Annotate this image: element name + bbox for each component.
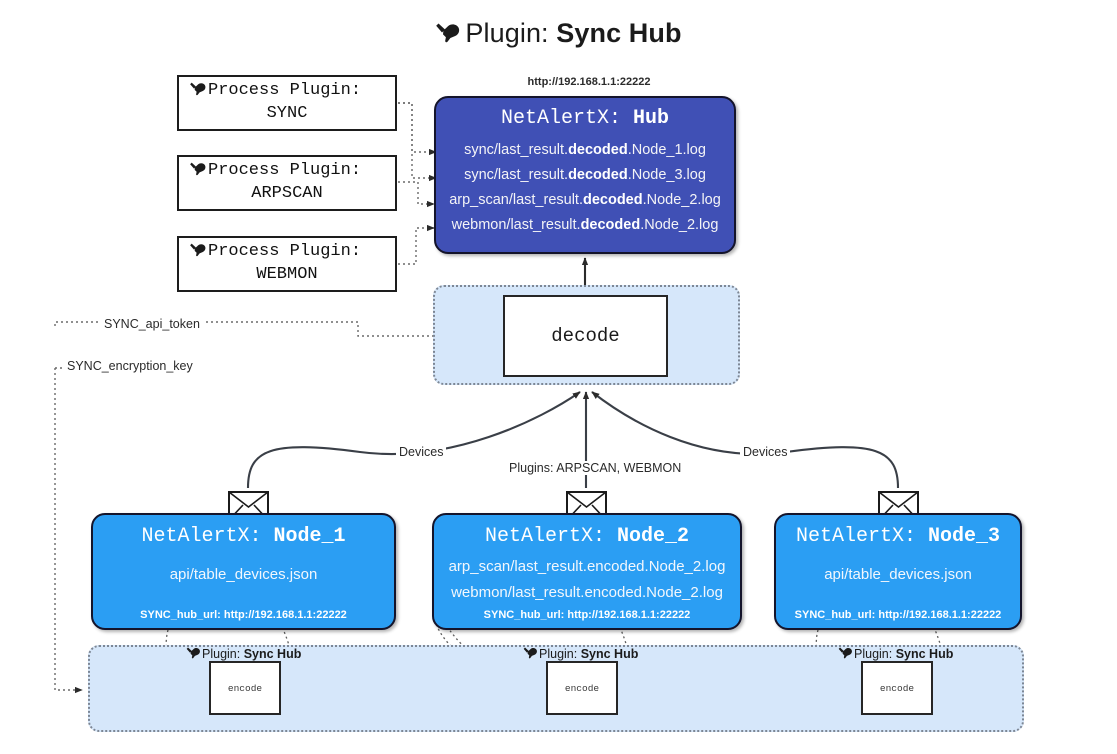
encoder-plugin-label: Plugin: Sync Hub [838,646,953,663]
hub-url-label: http://192.168.1.1:22222 [527,76,651,88]
plug-icon [189,162,207,183]
process-plugin-sync-label: Process Plugin: [208,81,362,100]
hub-log-post: .Node_2.log [642,192,721,208]
node-title: NetAlertX: Node_3 [776,525,1020,548]
hub-log-bold: decoded [580,217,641,233]
plug-icon [186,647,201,663]
process-plugin-arpscan-line1: Process Plugin: [179,161,395,184]
node-title-prefix: NetAlertX: [484,525,617,548]
node-line: arp_scan/last_result.encoded.Node_2.log [448,558,726,575]
encoder-plugin-prefix: Plugin: [202,647,244,661]
plug-icon [189,243,207,264]
node-title: NetAlertX: Node_1 [93,525,394,548]
hub-log-pre: sync/last_result. [464,167,569,183]
hub-log-list: sync/last_result.decoded.Node_1.log sync… [436,138,734,238]
node-line-list: api/table_devices.json [776,562,1020,588]
node-title-name: Node_1 [273,525,346,548]
node-title-name: Node_3 [928,525,1001,548]
hub-node[interactable]: NetAlertX: Hub sync/last_result.decoded.… [434,96,736,254]
hub-log-pre: arp_scan/last_result. [449,192,583,208]
node-line-list: arp_scan/last_result.encoded.Node_2.log … [434,554,740,606]
process-plugin-sync-line1: Process Plugin: [179,81,395,104]
hub-log-post: .Node_2.log [640,217,719,233]
hub-log-line: arp_scan/last_result.decoded.Node_2.log [436,188,734,213]
process-plugin-arpscan-label: Process Plugin: [208,161,362,180]
hub-log-line: sync/last_result.decoded.Node_1.log [436,138,734,163]
edge-label-devices-left: Devices [396,445,447,459]
encoder-plugin-name: Sync Hub [243,647,302,661]
hub-title-prefix: NetAlertX: [500,107,633,130]
hub-log-pre: webmon/last_result. [451,217,581,233]
hub-title: NetAlertX: Hub [436,107,734,130]
node-line: api/table_devices.json [169,566,318,583]
hub-title-name: Hub [633,107,670,130]
node-card-node-1[interactable]: NetAlertX: Node_1 api/table_devices.json… [91,513,396,630]
encoder-plugin-name: Sync Hub [580,647,639,661]
process-plugin-webmon-line1: Process Plugin: [179,242,395,265]
node-title-name: Node_2 [617,525,690,548]
process-plugin-sync-name: SYNC [266,104,308,124]
plug-icon [435,21,461,52]
edge-label-sync-api-token: SYNC_api_token [101,317,203,331]
process-plugin-arpscan-name: ARPSCAN [251,184,323,204]
node-title-prefix: NetAlertX: [141,525,274,548]
edge-label-plugins-center: Plugins: ARPSCAN, WEBMON [506,461,685,475]
page-title-name: Sync Hub [556,18,682,48]
encoder-plugin-prefix: Plugin: [854,647,896,661]
node-title: NetAlertX: Node_2 [434,525,740,548]
node-title-prefix: NetAlertX: [795,525,928,548]
hub-log-post: .Node_3.log [627,167,706,183]
encoder-plugin-prefix: Plugin: [539,647,581,661]
plug-icon [838,647,853,663]
encode-box[interactable]: encode [209,661,281,715]
node-footer-hub-url: SYNC_hub_url: http://192.168.1.1:22222 [483,609,691,621]
node-footer-hub-url: SYNC_hub_url: http://192.168.1.1:22222 [140,609,347,621]
page-title: Plugin: Sync Hub [0,18,1117,52]
process-plugin-arpscan-box[interactable]: Process Plugin: ARPSCAN [177,155,397,211]
edge-label-sync-encryption-key: SYNC_encryption_key [64,359,196,373]
hub-log-bold: decoded [568,167,628,183]
encoder-plugin-label: Plugin: Sync Hub [186,646,301,663]
node-line: webmon/last_result.encoded.Node_2.log [451,584,723,601]
hub-log-line: webmon/last_result.decoded.Node_2.log [436,213,734,238]
hub-log-post: .Node_1.log [627,142,706,158]
page-title-prefix: Plugin: [465,18,557,48]
process-plugin-webmon-box[interactable]: Process Plugin: WEBMON [177,236,397,292]
decode-box[interactable]: decode [503,295,668,377]
node-footer-hub-url: SYNC_hub_url: http://192.168.1.1:22222 [794,609,1002,621]
process-plugin-sync-box[interactable]: Process Plugin: SYNC [177,75,397,131]
node-card-node-3[interactable]: NetAlertX: Node_3 api/table_devices.json… [774,513,1022,630]
node-line-list: api/table_devices.json [93,562,394,588]
process-plugin-webmon-label: Process Plugin: [208,242,362,261]
hub-log-pre: sync/last_result. [464,142,569,158]
hub-log-bold: decoded [582,192,643,208]
encoder-plugin-label: Plugin: Sync Hub [523,646,638,663]
plug-icon [523,647,538,663]
process-plugin-webmon-name: WEBMON [256,265,318,285]
hub-log-line: sync/last_result.decoded.Node_3.log [436,163,734,188]
node-line: api/table_devices.json [824,566,972,583]
edge-label-devices-right: Devices [740,445,791,459]
encode-box[interactable]: encode [546,661,618,715]
hub-log-bold: decoded [568,142,628,158]
encoder-plugin-name: Sync Hub [895,647,954,661]
encode-box[interactable]: encode [861,661,933,715]
plug-icon [189,82,207,103]
node-card-node-2[interactable]: NetAlertX: Node_2 arp_scan/last_result.e… [432,513,742,630]
